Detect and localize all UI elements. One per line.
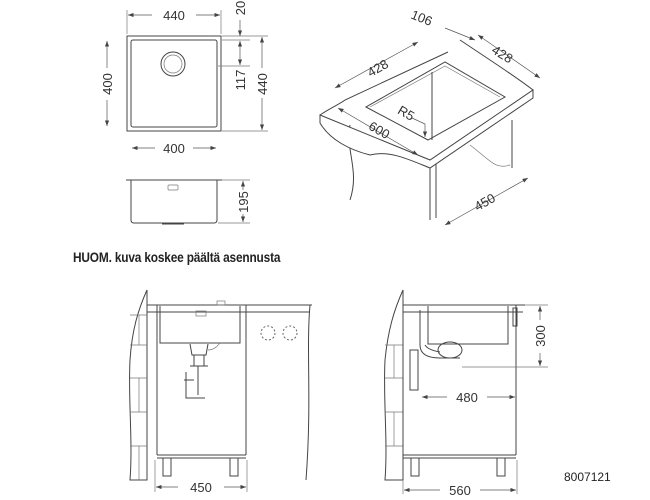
dim-iso-rim: 106: [409, 7, 435, 29]
front-elevation: 450: [129, 289, 312, 495]
dim-drain-offset: 117: [233, 70, 248, 91]
dim-rim: 20: [233, 1, 248, 15]
side-view: 195: [126, 179, 251, 225]
dim-cutout-left: 428: [365, 56, 391, 80]
dim-top-height-inner: 400: [100, 73, 115, 95]
dim-side-height: 300: [533, 325, 548, 347]
dim-side-depth: 480: [456, 390, 478, 405]
dim-cabinet-depth: 450: [472, 190, 498, 214]
dim-top-width-outer: 440: [163, 8, 185, 23]
tap-hole-icon: [260, 325, 276, 341]
top-view: 440 400 400 20 117 440: [100, 1, 270, 156]
dim-top-height-outer: 440: [255, 73, 270, 95]
dim-front-cabinet-width: 450: [190, 480, 212, 495]
installation-note: HUOM. kuva koskee päältä asennusta: [73, 250, 281, 265]
drain-icon: [160, 51, 186, 77]
dim-radius: R5: [395, 102, 417, 123]
product-code: 8007121: [564, 470, 611, 484]
dim-top-width-inner: 400: [163, 141, 185, 156]
dim-depth: 195: [236, 191, 251, 213]
dim-side-cabinet-depth: 560: [449, 483, 471, 498]
tap-hole-icon: [282, 325, 298, 341]
iso-view: 428 428 106 600 R5 450: [319, 7, 541, 226]
side-elevation: 300 480 560: [384, 289, 548, 498]
